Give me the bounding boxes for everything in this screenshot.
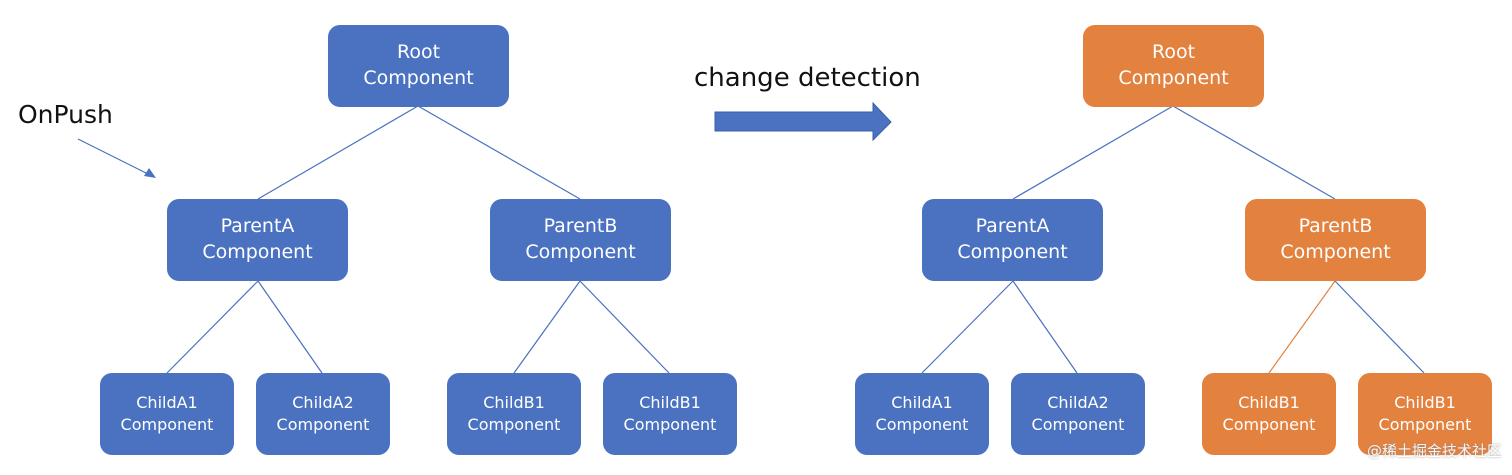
node-subtitle: Component — [875, 415, 969, 434]
node-subtitle: Component — [467, 415, 561, 434]
right-childA1-component: ChildA1 Component — [855, 373, 989, 455]
left-childB1-component: ChildB1 Component — [447, 373, 581, 455]
right-childB1-component: ChildB1 Component — [1202, 373, 1336, 455]
right-childB2-component: ChildB1 Component — [1358, 373, 1492, 455]
left-parentB-component: ParentB Component — [490, 199, 671, 281]
edge-right-root-parentA — [1012, 105, 1174, 200]
node-subtitle: Component — [120, 415, 214, 434]
right-parentB-component: ParentB Component — [1245, 199, 1426, 281]
node-title: ChildB1 — [639, 393, 701, 413]
node-subtitle: Component — [1031, 415, 1125, 434]
node-subtitle: Component — [957, 241, 1068, 263]
onpush-label: OnPush — [18, 100, 113, 129]
right-parentA-component: ParentA Component — [922, 199, 1103, 281]
node-subtitle: Component — [363, 67, 474, 89]
left-root-component: Root Component — [328, 25, 509, 107]
watermark: @稀土掘金技术社区 — [1366, 442, 1502, 460]
edge-right-root-parentB — [1172, 105, 1336, 200]
edge-right-parentB-childB2 — [1334, 280, 1425, 374]
node-title: ParentA — [975, 215, 1050, 238]
node-subtitle: Component — [623, 415, 717, 434]
node-title: ParentB — [1298, 215, 1373, 238]
edge-right-parentA-childA2 — [1012, 280, 1078, 374]
node-title: ChildB1 — [1238, 393, 1300, 413]
left-childA1-component: ChildA1 Component — [100, 373, 234, 455]
node-title: Root — [1151, 41, 1196, 64]
node-subtitle: Component — [202, 241, 313, 263]
left-childB2-component: ChildB1 Component — [603, 373, 737, 455]
node-title: ChildB1 — [483, 393, 545, 413]
node-title: ChildB1 — [1394, 393, 1456, 413]
node-subtitle: Component — [276, 415, 370, 434]
node-subtitle: Component — [1280, 241, 1391, 263]
edge-left-parentA-childA1 — [166, 280, 259, 374]
change-detection-arrow — [714, 101, 892, 142]
node-title: ChildA1 — [136, 393, 198, 413]
edge-right-parentB-childB1 — [1268, 280, 1336, 374]
node-title: ChildA1 — [891, 393, 953, 413]
edge-left-parentB-childB1 — [513, 280, 581, 374]
node-title: ParentB — [543, 215, 618, 238]
change-detection-label: change detection — [694, 63, 921, 93]
node-title: ChildA2 — [292, 393, 354, 413]
node-title: Root — [396, 41, 441, 64]
right-childA2-component: ChildA2 Component — [1011, 373, 1145, 455]
edge-left-root-parentA — [257, 105, 419, 200]
onpush-pointer-arrow — [77, 138, 156, 178]
node-subtitle: Component — [525, 241, 636, 263]
right-root-component: Root Component — [1083, 25, 1264, 107]
edge-left-root-parentB — [417, 105, 581, 200]
node-title: ChildA2 — [1047, 393, 1109, 413]
node-title: ParentA — [220, 215, 295, 238]
edge-right-parentA-childA1 — [921, 280, 1014, 374]
left-childA2-component: ChildA2 Component — [256, 373, 390, 455]
left-parentA-component: ParentA Component — [167, 199, 348, 281]
node-subtitle: Component — [1378, 415, 1472, 434]
edge-left-parentB-childB2 — [579, 280, 670, 374]
edge-left-parentA-childA2 — [257, 280, 323, 374]
node-subtitle: Component — [1222, 415, 1316, 434]
node-subtitle: Component — [1118, 67, 1229, 89]
